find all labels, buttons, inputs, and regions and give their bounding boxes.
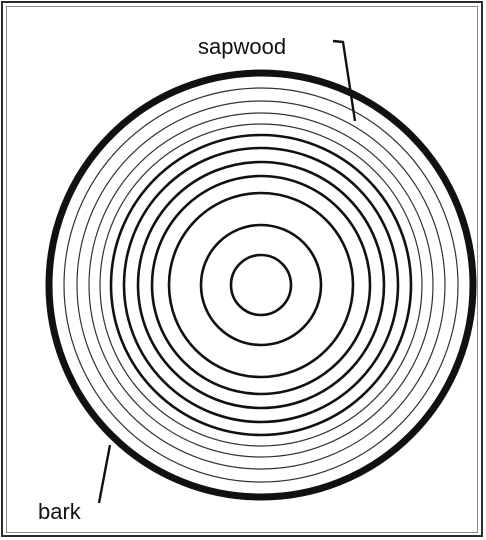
pith-ring: [231, 255, 291, 315]
heartwood-ring: [201, 225, 321, 345]
sapwood-ring: [89, 113, 433, 457]
bark-ring: [49, 73, 473, 497]
heartwood-ring: [169, 193, 353, 377]
sapwood-leader-line: [333, 41, 355, 121]
sapwood-ring: [100, 124, 422, 446]
sapwood-label: sapwood: [198, 34, 286, 59]
heartwood-ring: [138, 162, 384, 408]
heartwood-ring: [124, 148, 398, 422]
bark-leader-line: [99, 445, 110, 503]
heartwood-ring: [111, 135, 411, 435]
bark-label: bark: [38, 499, 82, 524]
heartwood-ring: [152, 176, 370, 394]
heartwood-rings: [111, 135, 411, 435]
sapwood-ring: [77, 101, 445, 469]
